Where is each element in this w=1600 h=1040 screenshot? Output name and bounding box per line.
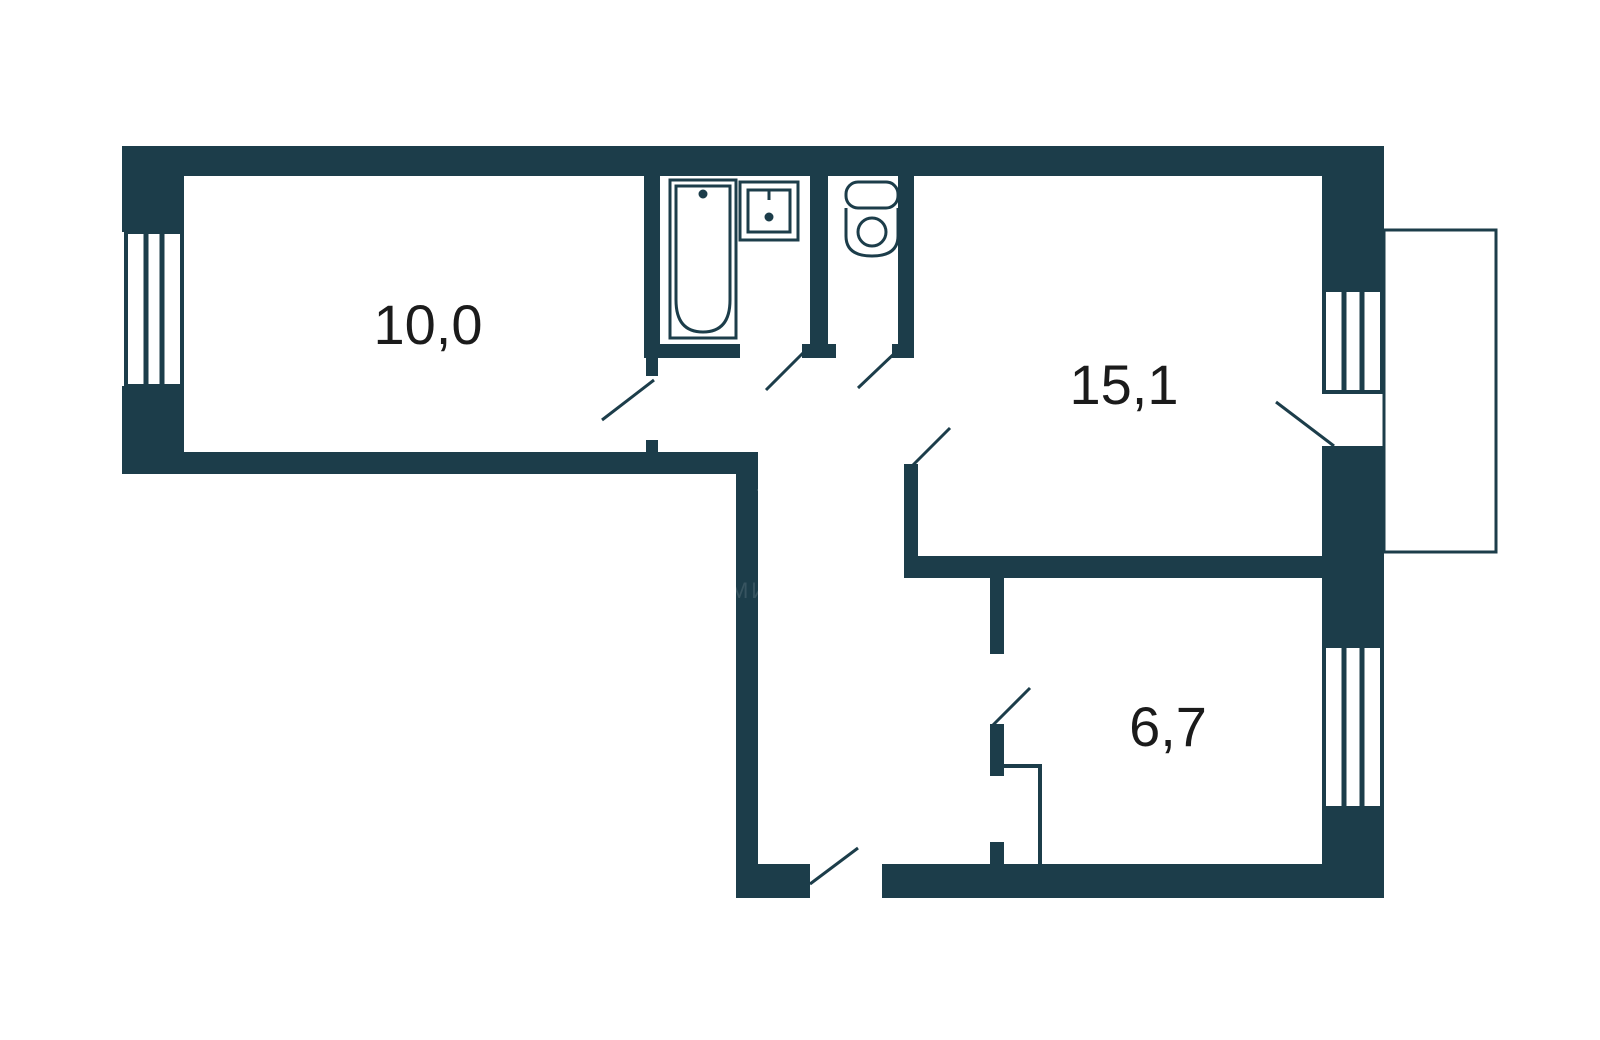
wall-right-mid bbox=[1322, 446, 1384, 646]
watermark-text: ВЛАДИМИРСКИЙ ТРАКТ bbox=[640, 578, 952, 603]
wall-bath-stub-low bbox=[646, 440, 658, 454]
room-area-left: 10,0 bbox=[374, 293, 483, 356]
wall-rooms-divider bbox=[904, 556, 1324, 578]
window-right-lower bbox=[1322, 644, 1384, 810]
door-left-room bbox=[601, 378, 655, 422]
watermark-logo: ВЛАДИМИРСКИЙ ТРАКТ bbox=[640, 417, 952, 603]
window-right-upper bbox=[1322, 288, 1384, 394]
sink-icon bbox=[738, 180, 800, 242]
balcony-outline bbox=[1382, 228, 1498, 554]
wall-small-room-b bbox=[990, 724, 1004, 776]
door-bathroom bbox=[764, 348, 808, 392]
walls bbox=[122, 146, 1384, 898]
door-wc bbox=[856, 348, 900, 390]
door-right-room bbox=[910, 426, 952, 468]
toilet-icon bbox=[844, 180, 900, 258]
wall-small-room-a bbox=[990, 578, 1004, 654]
wall-left-upper bbox=[122, 146, 184, 232]
room-area-small: 6,7 bbox=[1129, 695, 1207, 758]
window-left bbox=[124, 230, 184, 388]
wall-small-room-c bbox=[990, 842, 1004, 866]
door-balcony bbox=[1275, 400, 1335, 448]
wall-bath-left bbox=[644, 176, 660, 344]
wall-right-top bbox=[1322, 146, 1384, 290]
room-area-right: 15,1 bbox=[1070, 353, 1179, 416]
wall-wc-bottom-b bbox=[892, 344, 914, 358]
wall-bath-bottom bbox=[644, 344, 740, 358]
door-swings bbox=[601, 348, 1335, 886]
wall-bath-stub bbox=[646, 358, 658, 376]
wall-bottom-right bbox=[882, 864, 1384, 898]
wall-top bbox=[122, 146, 1384, 176]
wall-wc-right bbox=[898, 176, 914, 344]
door-small-room bbox=[990, 686, 1032, 728]
wall-left-room-bottom bbox=[122, 452, 756, 474]
wall-right-room-left bbox=[904, 464, 918, 578]
wall-right-bottom bbox=[1322, 808, 1384, 898]
wall-wc-bottom-a bbox=[802, 344, 836, 358]
door-entrance bbox=[809, 846, 859, 886]
niche-outline bbox=[1004, 764, 1042, 866]
wall-wc-left bbox=[810, 176, 828, 344]
wall-corridor-left bbox=[736, 452, 758, 898]
bathtub-icon bbox=[668, 178, 738, 340]
wall-bottom-left bbox=[736, 864, 810, 898]
